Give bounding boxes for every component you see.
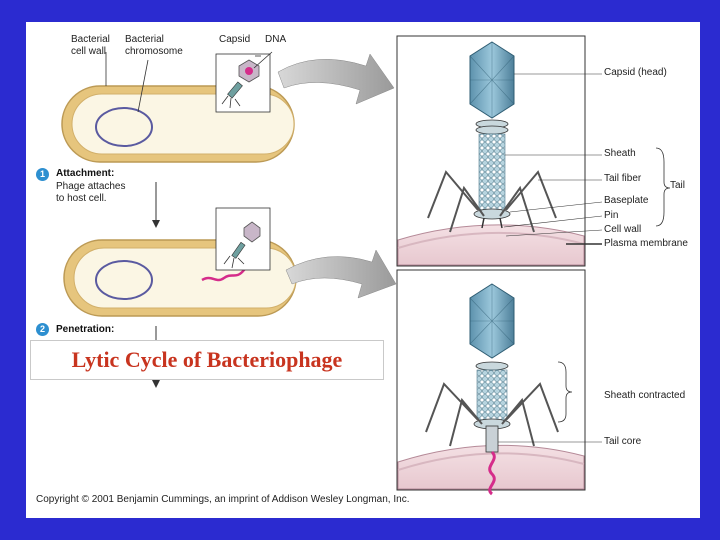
arrow-to-detail-2: [285, 249, 397, 299]
copyright-notice: Copyright © 2001 Benjamin Cummings, an i…: [36, 494, 410, 505]
label-line: Bacterial: [71, 34, 110, 45]
slide-title: Lytic Cycle of Bacteriophage: [71, 347, 343, 372]
label-tail-fiber: Tail fiber: [604, 173, 642, 184]
phage-inset-attachment: [215, 51, 273, 113]
step-1-badge: 1: [36, 168, 49, 181]
label-tail-core: Tail core: [604, 436, 642, 447]
arrow-to-detail-1: [277, 53, 395, 105]
label-plasma-membrane: Plasma membrane: [604, 238, 688, 249]
label-bacterial-chromosome: Bacterial chromosome: [125, 34, 183, 58]
step-2-title: Penetration:: [56, 324, 115, 335]
label-pin: Pin: [604, 210, 619, 221]
slide: Bacterial cell wall Bacterial chromosome…: [26, 22, 700, 518]
label-dna: DNA: [265, 34, 287, 45]
label-sheath-contracted: Sheath contracted: [604, 390, 686, 401]
step-1-text: Phage attaches to host cell.: [56, 181, 126, 205]
label-cell-wall: Cell wall: [604, 224, 642, 235]
label-line: chromosome: [125, 46, 183, 57]
step-1-text-line: Phage attaches: [56, 181, 126, 192]
label-sheath: Sheath: [604, 148, 636, 159]
label-line: Bacterial: [125, 34, 164, 45]
detail-panel-penetration: [396, 269, 602, 496]
label-line: cell wall: [71, 46, 107, 57]
label-tail: Tail: [670, 180, 686, 191]
label-baseplate: Baseplate: [604, 195, 649, 206]
label-capsid: Capsid: [219, 34, 251, 45]
step-1-title: Attachment:: [56, 168, 115, 179]
label-bacterial-cell-wall: Bacterial cell wall: [71, 34, 110, 58]
label-capsid-head: Capsid (head): [604, 67, 667, 78]
detail-panel-attachment: [396, 35, 671, 267]
phage-inset-penetration: [215, 207, 271, 271]
step-2-badge: 2: [36, 323, 49, 336]
lytic-cycle-diagram: [61, 35, 671, 496]
title-box: Lytic Cycle of Bacteriophage: [30, 340, 384, 380]
step-1-text-line: to host cell.: [56, 193, 107, 204]
